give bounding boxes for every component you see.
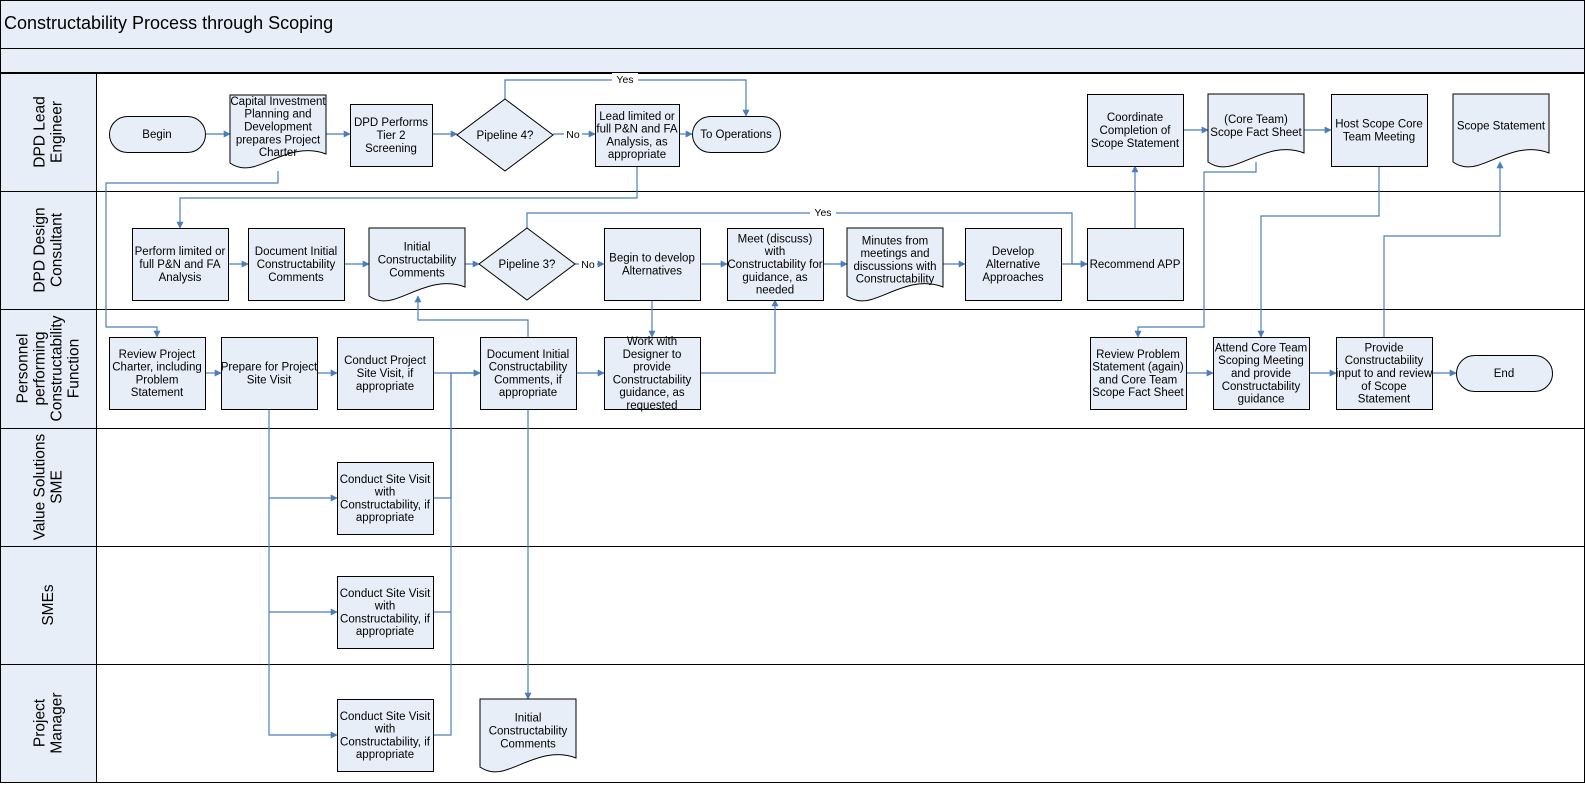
- connector: [526, 212, 1088, 268]
- lane-pm: ProjectManager: [0, 664, 1585, 783]
- connector: [414, 295, 529, 337]
- node-toops: To Operations: [692, 116, 781, 153]
- connector: [700, 299, 779, 374]
- connector: [1134, 162, 1257, 338]
- connector: [1257, 166, 1380, 338]
- connector: [105, 171, 279, 338]
- connector-labels: Yes No Yes No: [564, 73, 836, 271]
- node-pipe4: Pipeline 4?: [456, 98, 554, 172]
- lane-label-smes: SMEs: [40, 584, 57, 626]
- connector: [433, 373, 452, 736]
- lane-label-personnel: PersonnelperformingConstructabilityFunct…: [15, 315, 83, 421]
- connector: [176, 166, 638, 229]
- node-pipe3: Pipeline 3?: [478, 227, 576, 301]
- lane-label-value: Value SolutionsSME: [32, 433, 66, 540]
- connectors: [105, 79, 1504, 739]
- node-scopestmt: Scope Statement: [1452, 93, 1550, 168]
- connector: [1383, 161, 1504, 337]
- lane-label-pm: ProjectManager: [32, 692, 66, 753]
- node-label-factsheet: (Core Team)Scope Fact Sheet: [1210, 114, 1302, 139]
- node-factsheet: (Core Team)Scope Fact Sheet: [1207, 93, 1305, 168]
- title-bar: [0, 0, 1585, 49]
- lane-value: Value SolutionsSME: [0, 428, 1585, 547]
- node-label-end: End: [1494, 368, 1514, 380]
- lane-label-design: DPD DesignConsultant: [32, 207, 66, 292]
- node-label-pipe3: Pipeline 3?: [499, 259, 556, 271]
- node-label-recapp: Recommend APP: [1090, 259, 1181, 271]
- yes-label-pipeline-3: Yes: [814, 207, 831, 219]
- node-label-begin: Begin: [142, 129, 171, 141]
- no-label-pipeline-3: No: [581, 259, 595, 271]
- no-label-pipeline-4: No: [566, 129, 580, 141]
- lane-label-lead: DPD LeadEngineer: [32, 96, 66, 168]
- node-end: End: [1456, 355, 1553, 392]
- subtitle-bar: [0, 48, 1585, 73]
- lane-smes: SMEs: [0, 546, 1585, 665]
- node-label-scopestmt: Scope Statement: [1457, 121, 1546, 133]
- yes-label-pipeline-4: Yes: [616, 74, 633, 86]
- page-title: Constructability Process through Scoping: [4, 13, 333, 33]
- node-label-toops: To Operations: [700, 129, 772, 141]
- node-begin: Begin: [109, 116, 206, 153]
- node-label-pipe4: Pipeline 4?: [477, 130, 534, 142]
- node-recapp: Recommend APP: [1087, 228, 1184, 301]
- connector: [268, 409, 338, 739]
